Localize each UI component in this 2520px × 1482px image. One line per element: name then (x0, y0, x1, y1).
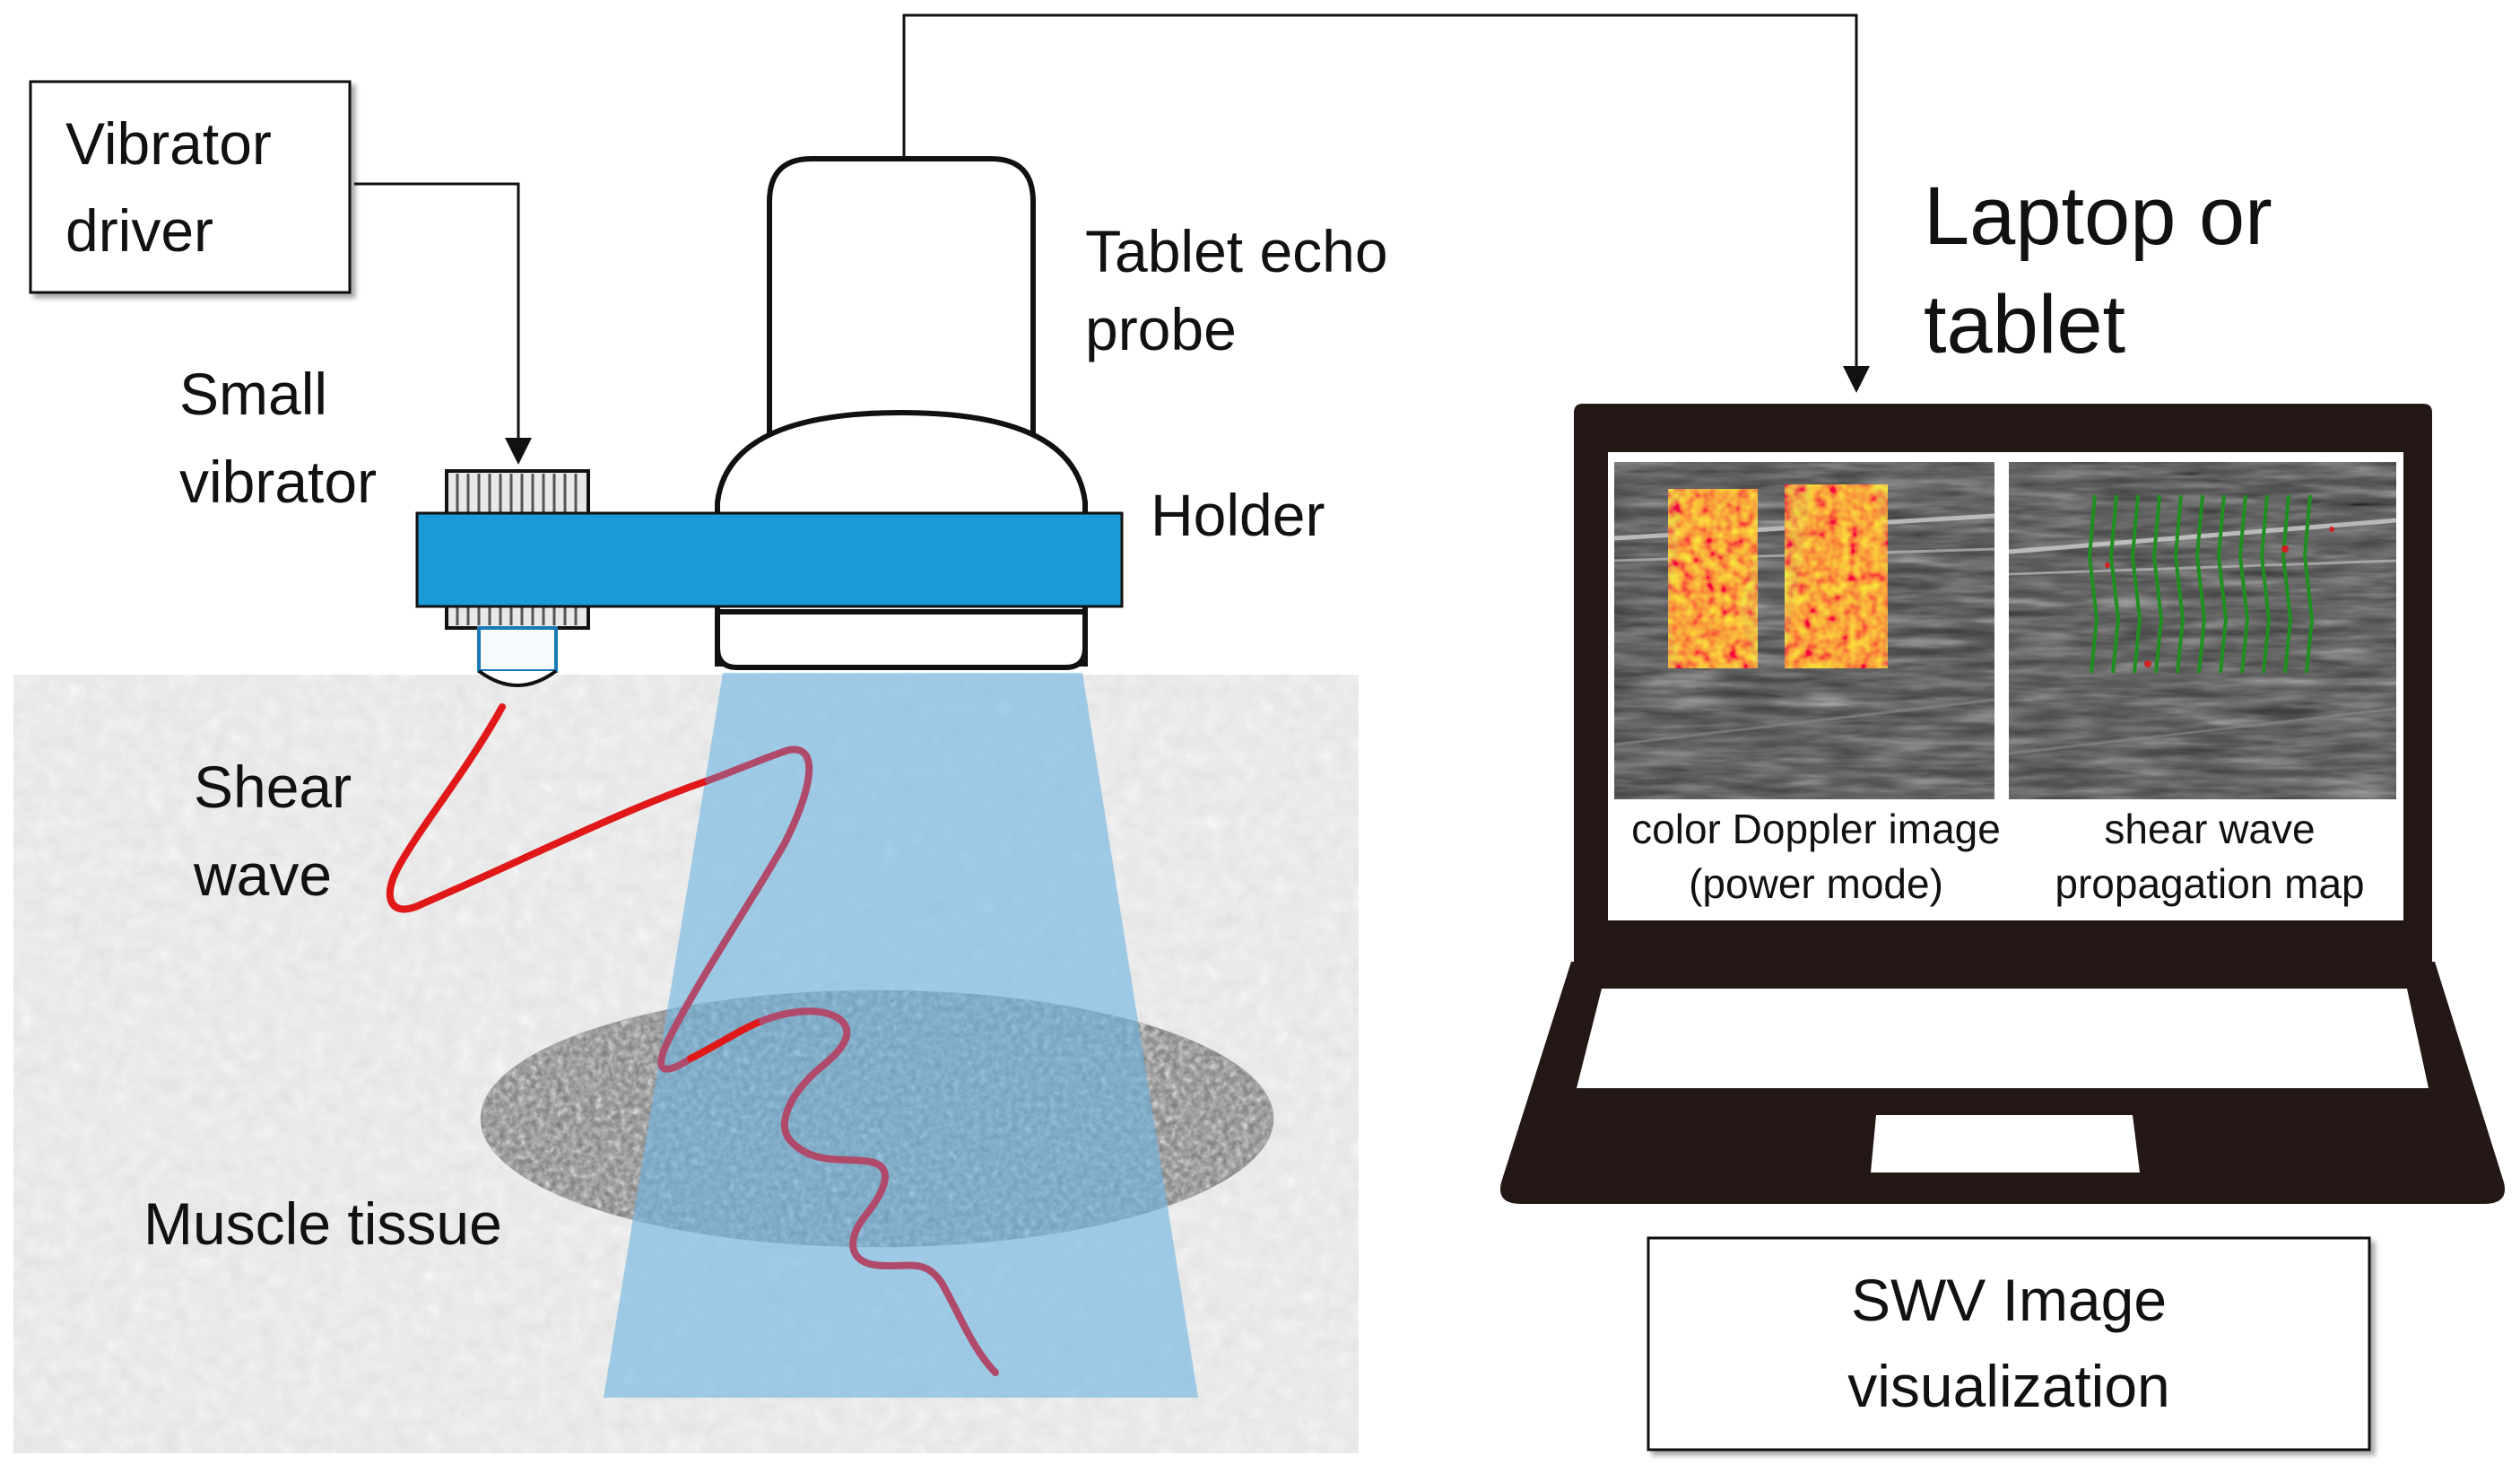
laptop-or-tablet-label-line1: Laptop or (1924, 170, 2272, 262)
vibrator-driver-label-line2: driver (65, 197, 213, 264)
laptop-or-tablet-label-line2: tablet (1924, 279, 2125, 370)
swv-image-visualization-box: SWV Image visualization (1647, 1236, 2371, 1451)
ultrasound-beam (604, 673, 1198, 1398)
vibrator-driver-label-line1: Vibrator (65, 110, 272, 177)
small-vibrator-label-line2: vibrator (179, 449, 377, 515)
driver-to-vibrator-arrow (354, 182, 532, 465)
vibrator-driver-box: Vibrator driver (29, 80, 352, 294)
doppler-blob-right (1785, 484, 1888, 668)
tablet-echo-probe-label-line1: Tablet echo (1085, 218, 1388, 284)
shear-wave-path (386, 703, 999, 1376)
connection-lines (354, 13, 1870, 465)
swv-image-label-line2: visualization (1847, 1353, 2170, 1419)
small-vibrator-label-line1: Small (179, 361, 327, 427)
shear-wave-label-line2: wave (193, 841, 332, 908)
wavefront-lines (2087, 494, 2315, 674)
holder-bar (415, 511, 1124, 608)
color-doppler-image (1614, 462, 1994, 799)
propagation-caption-line1: shear wave (2104, 806, 2315, 852)
small-vibrator-icon (445, 469, 590, 687)
doppler-caption-line2: (power mode) (1689, 860, 1943, 907)
shear-wave-label-line1: Shear (194, 754, 352, 820)
holder-label: Holder (1151, 482, 1325, 548)
probe-to-laptop-arrow (902, 13, 1870, 393)
muscle-tissue-label: Muscle tissue (143, 1190, 502, 1257)
tablet-echo-probe-label-line2: probe (1085, 296, 1237, 362)
shear-wave-propagation-map (2009, 462, 2396, 799)
doppler-caption-line1: color Doppler image (1631, 806, 2001, 852)
doppler-blob-left (1668, 489, 1758, 668)
swv-image-label-line1: SWV Image (1851, 1267, 2167, 1333)
propagation-caption-line2: propagation map (2055, 860, 2364, 907)
